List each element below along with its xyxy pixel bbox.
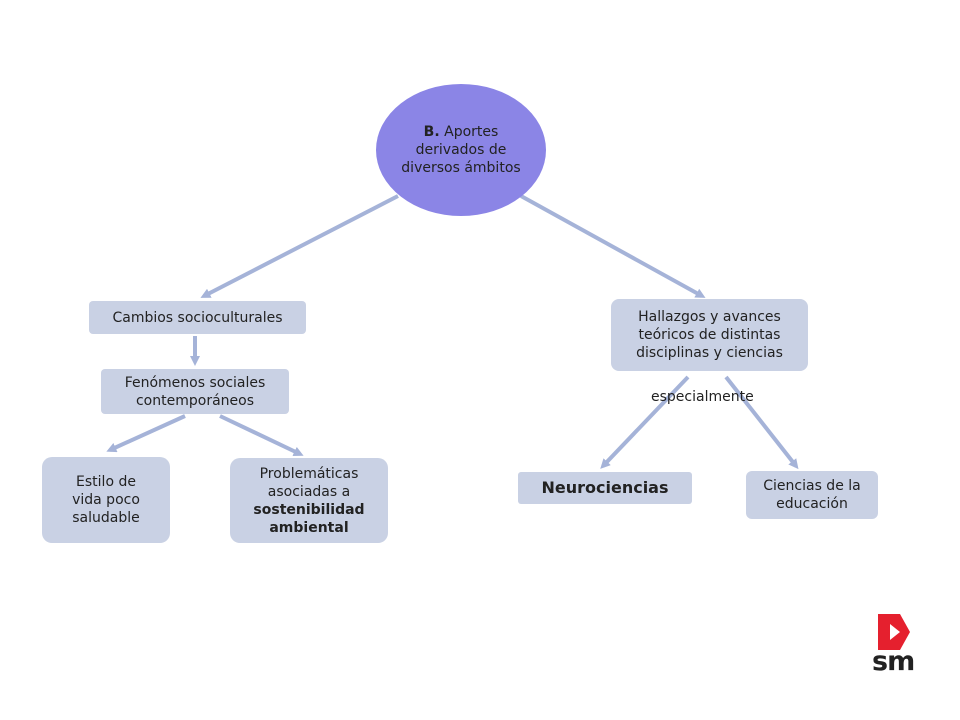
node-neurociencias: Neurociencias	[518, 472, 692, 504]
node-hallazgos: Hallazgos y avances teóricos de distinta…	[611, 299, 808, 371]
node-estilo: Estilo de vida poco saludable	[42, 457, 170, 543]
root-prefix: B.	[423, 124, 440, 140]
edge-hallazgos-ciencias	[724, 375, 799, 470]
edge-root-cambios	[200, 194, 399, 298]
root-node: B. Aportes derivados de diversos ámbitos	[376, 84, 546, 216]
edge-label-especialmente: especialmente	[651, 389, 754, 405]
edge-fenomenos-problematicas	[219, 414, 304, 456]
sm-logo: sm	[870, 612, 916, 677]
node-cambios: Cambios socioculturales	[89, 301, 306, 334]
problematicas-bold: sostenibilidad ambiental	[253, 501, 365, 536]
root-text: Aportes derivados de diversos ámbitos	[401, 124, 521, 176]
node-ciencias: Ciencias de la educación	[746, 471, 878, 519]
edge-hallazgos-neuro	[600, 375, 690, 469]
edge-root-hallazgos	[520, 194, 706, 298]
sm-logo-text: sm	[872, 646, 915, 677]
node-fenomenos: Fenómenos sociales contemporáneos	[101, 369, 289, 414]
sm-logo-mark	[878, 614, 910, 650]
node-problematicas: Problemáticas asociadas a sostenibilidad…	[230, 458, 388, 543]
problematicas-text: Problemáticas asociadas a	[259, 465, 359, 500]
edge-fenomenos-estilo	[106, 414, 186, 453]
